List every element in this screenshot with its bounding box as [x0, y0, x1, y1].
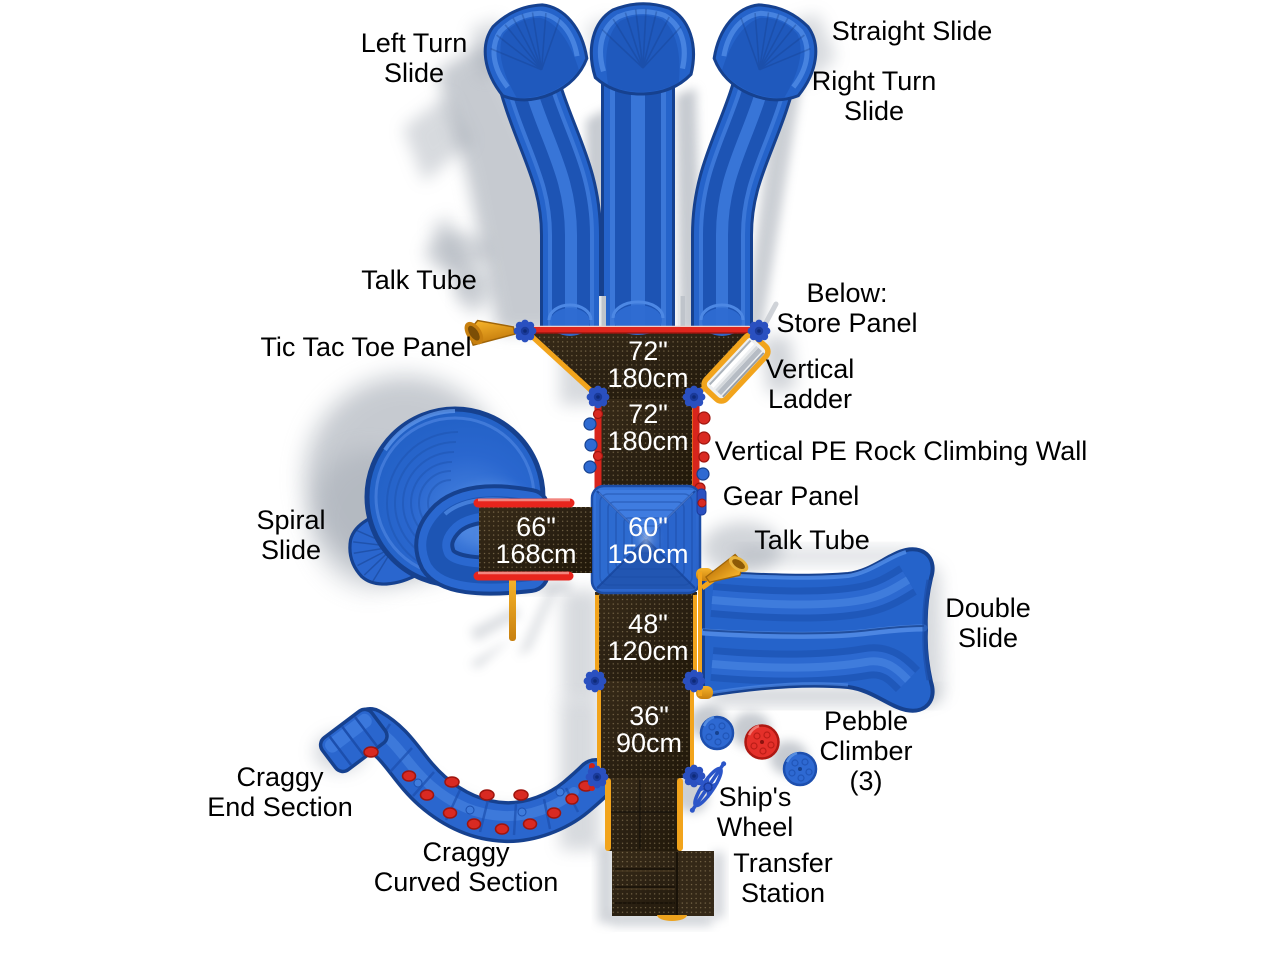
talk-tube-upper	[464, 319, 525, 346]
deck-72-top	[523, 328, 762, 399]
deck-connector	[682, 669, 706, 693]
label-below-store-panel: Below: Store Panel	[776, 278, 918, 338]
label-vertical-ladder: Vertical Ladder	[765, 354, 855, 414]
left-slide-flare	[483, 3, 589, 102]
pebble-blue-1	[699, 715, 735, 751]
label-pebble-climber: Pebble Climber (3)	[819, 706, 913, 796]
deck-36	[597, 681, 694, 778]
ships-wheel	[689, 761, 727, 813]
label-ships-wheel: Ship's Wheel	[716, 782, 794, 842]
measurement-deck-mid: 48" 120cm	[607, 609, 689, 666]
label-talk-tube-lower: Talk Tube	[754, 525, 870, 555]
talk-tube-lower	[700, 553, 749, 591]
right-turn-slide	[691, 3, 818, 336]
craggy-end-cap	[318, 707, 389, 774]
craggy-hand-holds	[363, 746, 594, 835]
pebble-climbers	[699, 715, 818, 787]
deck-connectors	[513, 319, 771, 789]
double-slide	[696, 547, 935, 713]
craggy-knobs	[413, 778, 565, 817]
deck-connector	[586, 385, 610, 409]
label-double-slide: Double Slide	[945, 593, 1031, 653]
label-craggy-curved-section: Craggy Curved Section	[373, 837, 559, 897]
label-tic-tac-toe-panel: Tic Tac Toe Panel	[260, 332, 472, 362]
label-talk-tube-upper: Talk Tube	[361, 265, 477, 295]
pebble-blue-2	[782, 751, 818, 787]
label-gear-panel: Gear Panel	[722, 481, 860, 511]
roof-60	[590, 484, 702, 595]
label-craggy-end-section: Craggy End Section	[207, 762, 353, 822]
slide-support-posts	[599, 296, 685, 332]
rock-climbing-wall	[583, 398, 711, 494]
craggy-climber	[318, 707, 617, 844]
transfer-ramp	[605, 778, 683, 851]
straight-slide-flare	[589, 2, 695, 96]
platform-column	[523, 328, 762, 921]
bridge-support-post	[509, 577, 516, 641]
straight-slide	[589, 2, 695, 335]
measurement-roof-deck: 60" 150cm	[607, 512, 689, 569]
label-straight-slide: Straight Slide	[831, 16, 993, 46]
label-vertical-pe-rock-climbing-wall: Vertical PE Rock Climbing Wall	[714, 436, 1088, 466]
measurement-deck-top: 72" 180cm	[607, 336, 689, 393]
deck-connector	[513, 319, 537, 343]
gear-panel	[696, 488, 707, 516]
left-turn-slide	[483, 3, 602, 336]
deck-connector	[583, 669, 607, 693]
deck-48	[595, 592, 697, 681]
measurement-bridge: 66" 168cm	[495, 512, 577, 569]
label-right-turn-slide: Right Turn Slide	[811, 66, 937, 126]
top-deck-rail	[524, 325, 761, 334]
deck-connector	[747, 319, 771, 343]
label-left-turn-slide: Left Turn Slide	[360, 28, 468, 88]
bridge-66	[473, 498, 592, 641]
label-spiral-slide: Spiral Slide	[256, 505, 326, 565]
right-slide-flare	[712, 3, 818, 102]
label-transfer-station: Transfer Station	[733, 848, 833, 908]
transfer-station-deck	[612, 851, 714, 921]
pebble-red	[744, 724, 780, 760]
deck-connector	[585, 765, 609, 789]
measurement-deck-low: 36" 90cm	[615, 701, 683, 758]
measurement-deck-upper: 72" 180cm	[607, 399, 689, 456]
